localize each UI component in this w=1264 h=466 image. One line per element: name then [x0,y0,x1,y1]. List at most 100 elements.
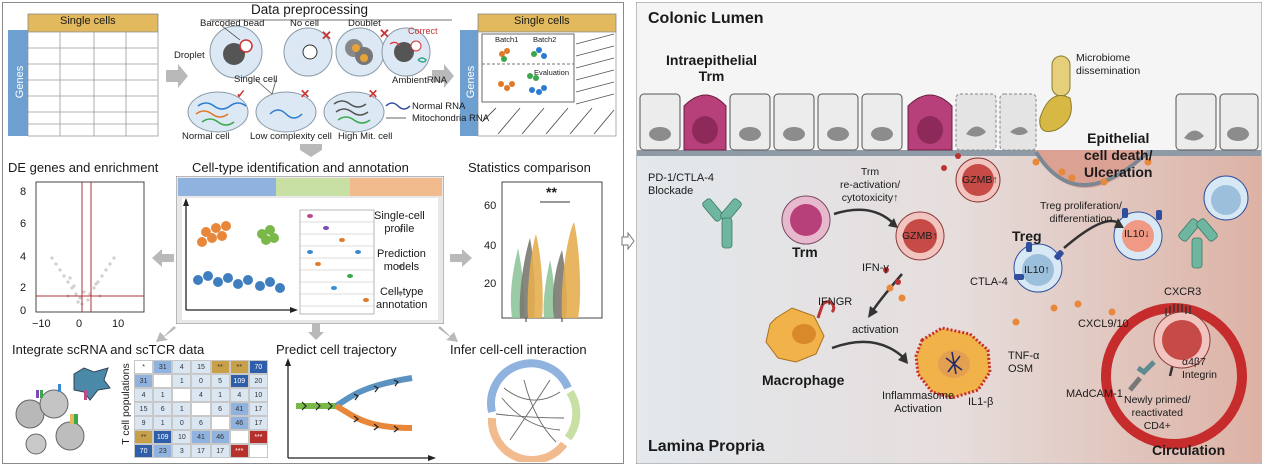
matrix-cell: 1 [210,388,230,402]
volcano-xtick-neg10: −10 [32,318,51,330]
matrix-cell [248,444,268,458]
matrix-cell: 109 [153,430,173,444]
trajectory-orange [334,403,413,431]
gzmb-up-label: GZMB↑ [902,230,938,242]
gray-arrow-icon [166,64,188,88]
matrix-cell: 0 [172,416,192,430]
cell-type-annotation-label: Cell-type annotation [376,286,428,311]
cxcr3-receptor [1165,304,1191,316]
ifng-label: IFN-γ [862,262,889,274]
matrix-cell: 10 [172,430,192,444]
interaction-title: Infer cell-cell interaction [450,342,587,357]
check-icon: ✓ [236,87,246,101]
cell-type-panel [176,176,444,324]
genes-bar [460,30,478,136]
matrix-cell: 1 [153,416,173,430]
trajectory-blue [334,375,413,409]
volcano-ytick-6: 6 [20,218,27,230]
de-genes-title: DE genes and enrichment [8,160,159,175]
stats-ytick-40: 40 [484,240,497,252]
matrix-cell: 4 [134,388,154,402]
volcano-ytick-4: 4 [20,251,27,263]
ifngr-label: IFNGR [818,296,853,308]
matrix-cell: 17 [248,416,268,430]
matrix-cell: *** [229,444,249,458]
matrix-cell [229,430,249,444]
intraepithelial-trm-label: Intraepithelial Trm [666,52,758,84]
matrix-cell: 6 [210,402,230,416]
microbe-icon [1051,55,1071,97]
matrix-cell [153,374,173,388]
ambient-rna-label: AmbientRNA [392,75,447,86]
matrix-cell: 31 [153,360,173,374]
volcano-xtick-10: 10 [112,318,125,330]
matrix-cell: 70 [248,360,268,374]
a4b7-integrin [1136,360,1156,376]
single-cells-label: Single cells [60,15,116,27]
matrix-cell: 4 [229,388,249,402]
matrix-cell: 41 [229,402,249,416]
matrix-cell: 46 [229,416,249,430]
hatch [481,33,615,135]
violin-green-2 [543,260,555,318]
volcano-points [50,256,116,306]
cxcl-label: CXCL9/10 [1078,318,1129,330]
orange-cluster [197,221,231,247]
matrix-cell: ** [210,360,230,374]
inflammasome-label: Inflammasome Activation [882,390,955,415]
madcam-label: MAdCAM-1 [1066,388,1123,400]
red-x-icon: ✕ [368,87,378,101]
matrix-cell: 20 [248,374,268,388]
matrix-cell: 6 [153,402,173,416]
blue-cluster [193,271,285,293]
macrophage-label: Macrophage [762,372,845,388]
matrix-cell: 15 [134,402,154,416]
genes-label-right: Genes [465,65,477,99]
matrix-cell: 3 [172,444,192,458]
hollow-arrow-icon [621,232,635,250]
microbiome-label: Microbiome dissemination [1076,52,1141,77]
bottom-arrows [156,324,458,342]
pd1-label: PD-1/CTLA-4 Blockade [648,172,715,197]
cell-quality-row [187,91,385,133]
batch2-label: Batch2 [533,35,557,44]
matrix-cell: 10 [248,388,268,402]
gray-arrow-icon [152,249,174,267]
evaluation-label: Evaluation [534,68,570,77]
single-cells-label-right: Single cells [514,15,570,27]
treg-label: Treg [1012,228,1042,244]
violin-grid [307,214,369,302]
correct-label: Correct [408,26,438,36]
activation-label: activation [852,324,899,336]
madcam-receptor [1128,376,1142,392]
data-preprocessing-svg: ✕ ✕ . ✓ ✕ ✕ [8,13,617,137]
stats-ytick-20: 20 [484,278,497,290]
genes-table [27,31,159,137]
matrix-cell [210,416,230,430]
volcano-plot [35,181,145,313]
red-x-icon: ✕ [379,26,390,41]
gray-arrow-icon [450,249,472,267]
normal-cell-label: Normal cell [182,131,230,142]
volcano-ytick-8: 8 [20,186,27,198]
trajectory-plot [285,358,436,461]
gray-arrow-icon [308,324,324,340]
stats-significance: ** [546,184,557,200]
left-figure-panel [2,2,624,464]
matrix-cell: 1 [172,374,192,388]
gzmb-up-label-top: GZMB↑ [962,174,998,186]
matrix-cell: 9 [134,416,154,430]
lamina-propria-label: Lamina Propria [648,438,765,455]
stats-title: Statistics comparison [468,160,591,175]
genes-label: Genes [14,65,26,99]
doublet-label: Doublet [348,18,381,29]
trm-reactivation-label: Trm re-activation/ cytotoxicity↑ [840,166,901,204]
tnf-label: TNF-α OSM [1008,350,1040,375]
gray-arrow-icon [438,326,458,342]
newly-primed-label: Newly primed/ reactivated CD4+ [1124,394,1191,432]
single-cell-profile-label: Single-cell profile [374,210,425,235]
matrix-cell: 17 [248,402,268,416]
colitis-diagram [636,2,1262,464]
high-mit-label: High Mit. cell [338,131,393,142]
batch-plot [481,33,575,103]
